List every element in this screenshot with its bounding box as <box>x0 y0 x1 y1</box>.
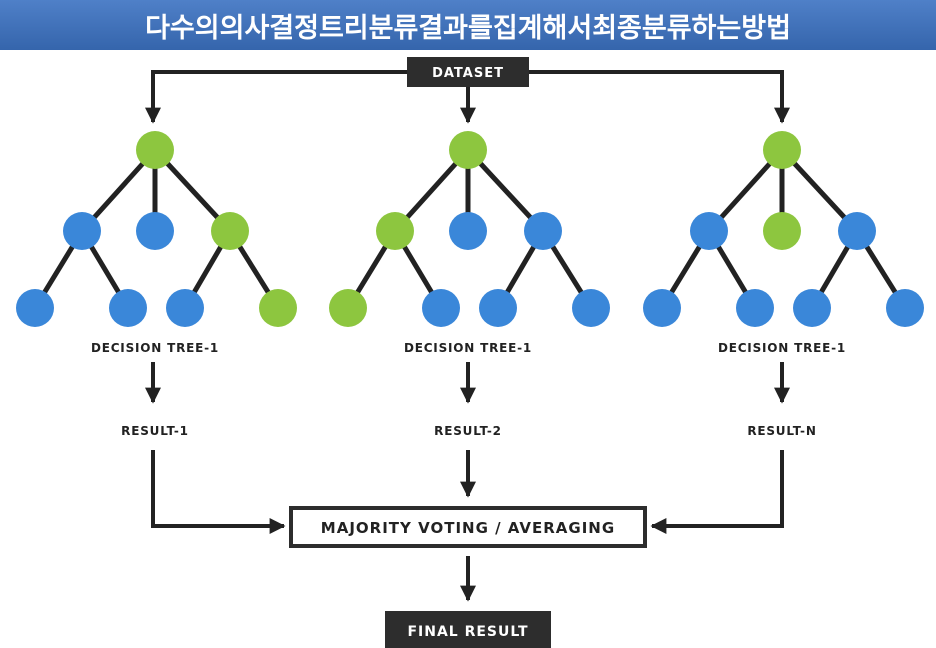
title-bar: 다수의의사결정트리분류결과를집계해서최종분류하는방법 <box>0 0 936 50</box>
tree-1-node-6-blue <box>109 289 147 327</box>
result-label-3: RESULT-N <box>747 424 816 438</box>
tree-2-node-1-green <box>449 131 487 169</box>
decision-tree-2 <box>329 131 610 327</box>
tree-1-node-5-blue <box>16 289 54 327</box>
tree-1-node-8-green <box>259 289 297 327</box>
tree-3-node-4-blue <box>838 212 876 250</box>
result-label-1: RESULT-1 <box>121 424 189 438</box>
voting-label: MAJORITY VOTING / AVERAGING <box>321 519 615 537</box>
voting-box: MAJORITY VOTING / AVERAGING <box>289 506 647 548</box>
decision-tree-3 <box>643 131 924 327</box>
dataset-connectors <box>145 70 790 124</box>
arrow-result1-voting <box>151 450 286 534</box>
decision-tree-1 <box>16 131 297 327</box>
tree-1-node-2-blue <box>63 212 101 250</box>
page-title: 다수의의사결정트리분류결과를집계해서최종분류하는방법 <box>145 12 791 44</box>
tree-3-node-7-blue <box>793 289 831 327</box>
tree-3-node-2-blue <box>690 212 728 250</box>
tree-2-node-2-green <box>376 212 414 250</box>
voting-arrows <box>151 450 784 534</box>
tree-3-node-3-green <box>763 212 801 250</box>
tree-2-node-3-blue <box>449 212 487 250</box>
dataset-box: DATASET <box>407 57 529 87</box>
tree-3-node-1-green <box>763 131 801 169</box>
dataset-label: DATASET <box>432 66 504 81</box>
tree-1-node-1-green <box>136 131 174 169</box>
tree-3-node-5-blue <box>643 289 681 327</box>
tree-1-node-3-blue <box>136 212 174 250</box>
tree-1-node-7-blue <box>166 289 204 327</box>
result-arrows <box>145 362 790 404</box>
tree-label-3: DECISION TREE-1 <box>718 341 846 355</box>
trees-layer <box>16 131 924 327</box>
connector-dataset-left <box>145 70 407 124</box>
tree-labels: DECISION TREE-1 DECISION TREE-1 DECISION… <box>91 341 846 438</box>
tree-2-node-8-blue <box>572 289 610 327</box>
tree-3-node-6-blue <box>736 289 774 327</box>
final-result-label: FINAL RESULT <box>407 624 528 640</box>
result-label-2: RESULT-2 <box>434 424 502 438</box>
arrow-result3-voting <box>650 450 784 534</box>
tree-3-node-8-blue <box>886 289 924 327</box>
tree-1-node-4-green <box>211 212 249 250</box>
tree-2-node-5-green <box>329 289 367 327</box>
final-result-box: FINAL RESULT <box>385 611 551 648</box>
tree-2-node-7-blue <box>479 289 517 327</box>
tree-label-2: DECISION TREE-1 <box>404 341 532 355</box>
tree-2-node-4-blue <box>524 212 562 250</box>
tree-label-1: DECISION TREE-1 <box>91 341 219 355</box>
connector-dataset-right <box>529 70 790 124</box>
tree-2-node-6-blue <box>422 289 460 327</box>
